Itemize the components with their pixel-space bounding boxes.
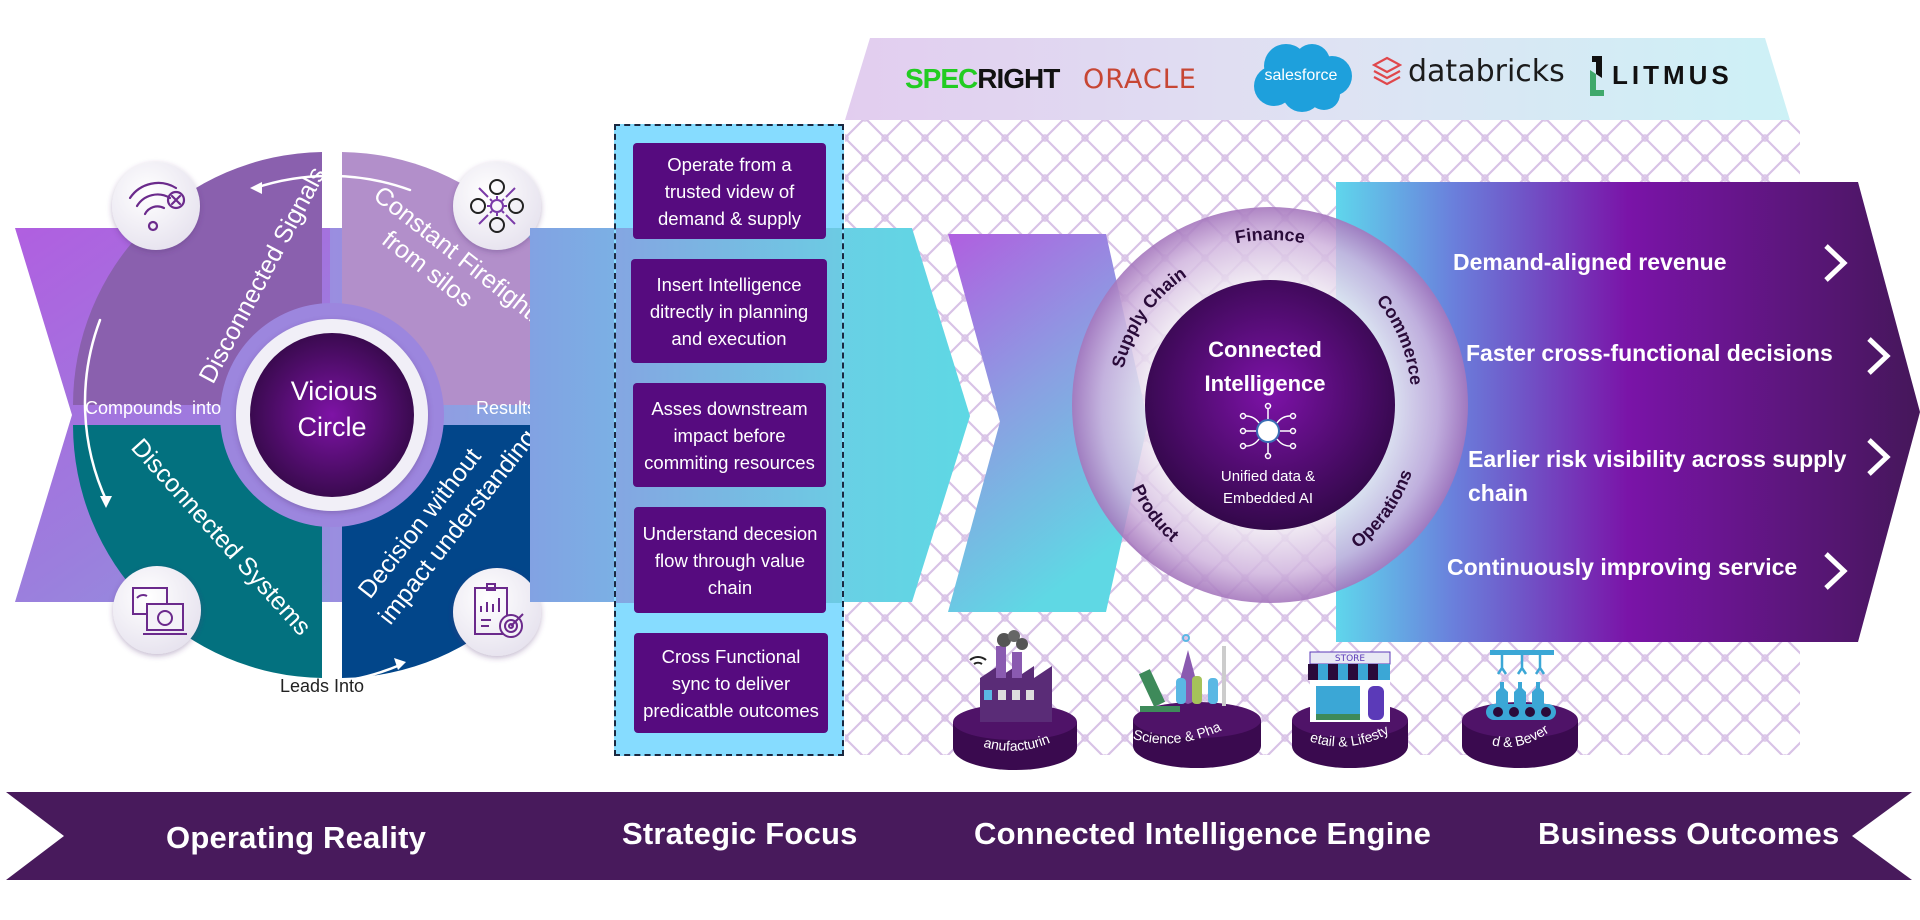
oracle-logo: ORACLE	[1083, 63, 1197, 95]
litmus-icon	[1590, 56, 1604, 96]
arrow-top	[253, 174, 412, 192]
vicious-circle-line2: Circle	[297, 412, 366, 442]
industry-podiums: Manufacturing Life Science & Pharma STOR…	[940, 630, 1578, 770]
ring-label-finance: Finance	[1233, 224, 1306, 247]
engine-title-line1: Connected	[1208, 337, 1322, 362]
wifi-disconnected-icon	[112, 162, 200, 250]
people-gear-network-icon	[453, 162, 541, 250]
disconnected-devices-icon	[113, 566, 201, 654]
bottom-phase-bar	[6, 792, 1912, 880]
databricks-icon	[1372, 56, 1402, 86]
bottling-conveyor-icon	[1486, 650, 1556, 720]
business-outcomes-chevron	[1336, 182, 1920, 642]
vicious-circle-center	[250, 333, 414, 497]
connected-intelligence-engine: Finance Commerce Operations Product Supp…	[1072, 207, 1468, 603]
outcome-continuously-improving: Continuously improving service	[1447, 554, 1798, 580]
svg-text:STORE: STORE	[1335, 654, 1366, 664]
phase-connected-intelligence-engine: Connected Intelligence Engine	[974, 816, 1432, 851]
engine-sub-line1: Unified data &	[1221, 468, 1315, 485]
phase-business-outcomes: Business Outcomes	[1538, 816, 1840, 851]
engine-title-line2: Intelligence	[1204, 371, 1325, 396]
outcome-faster-decisions: Faster cross-functional decisions	[1466, 340, 1833, 366]
connector-leads-into: Leads Into	[280, 676, 365, 696]
engine-sub-line2: Embedded AI	[1223, 490, 1313, 507]
salesforce-logo: salesforce	[1264, 67, 1338, 84]
arrow-left	[83, 318, 109, 504]
network-hub-icon	[1239, 402, 1297, 460]
lab-microscope-icon	[1138, 634, 1226, 712]
arrow-bottom	[243, 663, 402, 685]
chevron-right-icon	[1867, 438, 1891, 476]
vicious-circle-line1: Vicious	[291, 376, 378, 406]
store-icon: STORE	[1308, 651, 1391, 722]
chevron-right-icon	[1824, 244, 1848, 282]
operating-reality-diagram: Disconnected Signals Constant Firefighti…	[15, 152, 620, 685]
outcome-demand-aligned-revenue: Demand-aligned revenue	[1453, 249, 1727, 275]
phase-strategic-focus: Strategic Focus	[622, 816, 858, 851]
databricks-logo: databricks	[1408, 53, 1565, 89]
connector-compounds-into: Compounds into	[85, 398, 221, 418]
podium-manufacturing: Manufacturing	[940, 630, 1077, 770]
phase-operating-reality: Operating Reality	[166, 820, 427, 855]
chevron-right-icon	[1824, 552, 1848, 590]
litmus-logo: LITMUS	[1612, 59, 1733, 90]
factory-icon	[969, 630, 1052, 722]
salesforce-cloud-logo	[1254, 44, 1352, 112]
chevron-right-icon	[1867, 337, 1891, 375]
clipboard-chart-target-icon	[453, 568, 541, 656]
